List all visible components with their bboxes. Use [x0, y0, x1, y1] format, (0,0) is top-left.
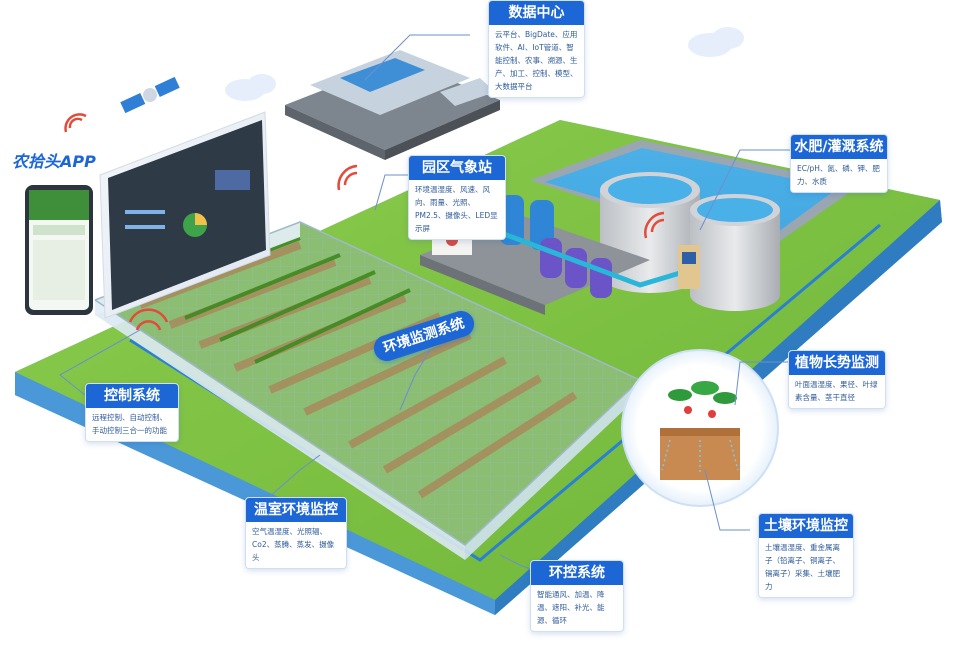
satellite-icon	[120, 76, 180, 114]
callout-irrigation: 水肥/灌溉系统 EC/pH、氮、磷、钾、肥力、水质	[790, 134, 888, 193]
callout-desc: 空气温湿度、光照辐、Co2、蒸腾、蒸发、摄像头	[252, 527, 335, 562]
callout-title: 温室环境监控	[246, 498, 346, 522]
callout-title: 园区气象站	[409, 156, 505, 180]
callout-desc: 土壤温湿度、重金属离子（铅离子、铜离子、镉离子）采集、土壤肥力	[765, 543, 840, 591]
callout-title: 控制系统	[86, 384, 178, 408]
dashboard-monitor-icon	[99, 111, 271, 319]
callout-soil-env: 土壤环境监控 土壤温湿度、重金属离子（铅离子、铜离子、镉离子）采集、土壤肥力	[758, 513, 854, 598]
callout-desc: 云平台、BigDate、应用软件、AI、IoT管道、智能控制、农事、溯源、生产、…	[495, 30, 578, 91]
callout-plant-growth: 植物长势监测 叶面温湿度、果径、叶绿素含量、茎干直径	[788, 350, 886, 409]
callout-greenhouse-env: 温室环境监控 空气温湿度、光照辐、Co2、蒸腾、蒸发、摄像头	[245, 497, 347, 569]
callout-control-system: 控制系统 远程控制、自动控制、手动控制三合一的功能	[85, 383, 179, 442]
callout-title: 数据中心	[489, 1, 584, 25]
cloud-icon	[225, 27, 744, 101]
app-label: 农拾头APP	[12, 152, 96, 171]
callout-desc: 环境温湿度、风速、风向、雨量、光照、PM2.5、摄像头、LED显示屏	[415, 185, 498, 233]
callout-desc: 远程控制、自动控制、手动控制三合一的功能	[92, 413, 167, 435]
callout-desc: 叶面温湿度、果径、叶绿素含量、茎干直径	[795, 380, 878, 402]
callout-title: 环控系统	[531, 561, 623, 585]
callout-title: 土壤环境监控	[759, 514, 853, 538]
callout-desc: EC/pH、氮、磷、钾、肥力、水质	[797, 164, 880, 186]
callout-weather-station: 园区气象站 环境温湿度、风速、风向、雨量、光照、PM2.5、摄像头、LED显示屏	[408, 155, 506, 240]
callout-title: 植物长势监测	[789, 351, 885, 375]
callout-title: 水肥/灌溉系统	[791, 135, 887, 159]
wifi-signal-icon	[64, 113, 665, 331]
water-tank-icon	[600, 172, 780, 311]
soil-monitor-inset	[621, 349, 779, 507]
callout-data-center: 数据中心 云平台、BigDate、应用软件、AI、IoT管道、智能控制、农事、溯…	[488, 0, 585, 98]
callout-climate-control: 环控系统 智能通风、加温、降温、遮阳、补光、能源、循环	[530, 560, 624, 632]
smartphone-icon	[25, 185, 93, 315]
server-building-icon	[285, 50, 500, 160]
callout-leader-lines	[59, 34, 790, 576]
callout-desc: 智能通风、加温、降温、遮阳、补光、能源、循环	[537, 590, 605, 625]
strawberry-plant-icon	[668, 381, 737, 418]
